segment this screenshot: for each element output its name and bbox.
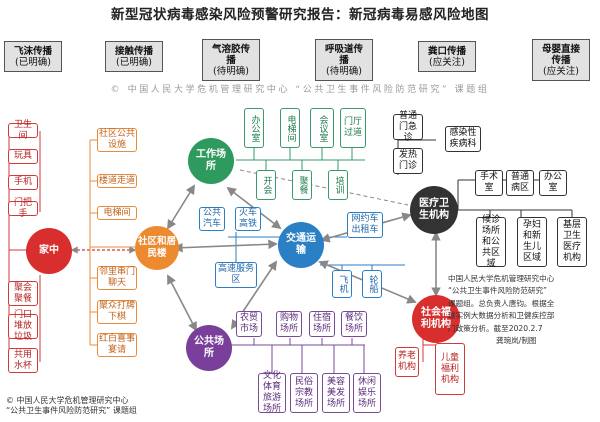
work-item: 开会: [256, 170, 276, 200]
credit-line: 球实例大数据分析和卫健疾控部: [448, 311, 555, 321]
community-item: 红白喜事宴请: [97, 333, 137, 357]
work-item: 门厅过道: [340, 108, 366, 148]
credit-note: 中国人民大学危机管理研究中心 “公共卫生事件风险防范研究” 课题组。总负责人唐钧…: [448, 273, 594, 347]
work-item: 办公室: [244, 108, 264, 148]
transmission-box-mother-infant: 母婴直接传播 (应关注): [532, 39, 590, 81]
transmission-name: 飞沫传播: [13, 45, 52, 57]
community-item: 社区公共设施: [97, 128, 137, 152]
medical-item: 候诊场所和公共区域: [476, 215, 506, 269]
transmission-name: 粪口传播: [427, 45, 466, 57]
public-item: 农贸市场: [236, 311, 262, 337]
community-item: 电梯间: [97, 206, 137, 220]
community-item: 邻里串门聊天: [97, 266, 137, 290]
public-item: 购物场所: [276, 311, 302, 337]
transmission-status: (应关注): [429, 56, 465, 68]
node-medical: 医疗卫生机构: [410, 186, 458, 234]
medical-item: 感染性疾病科: [445, 126, 481, 152]
credit-line: 龚琬岚/制图: [496, 336, 537, 346]
transmission-box-respiratory: 呼吸道传播 (待明确): [315, 39, 373, 81]
work-item: 聚餐: [292, 170, 312, 200]
node-home: 家中: [26, 228, 72, 274]
medical-item: 发热门诊: [393, 148, 423, 174]
watermark: © 中国人民大学危机管理研究中心 “公共卫生事件风险防范研究” 课题组: [110, 85, 490, 95]
home-item: 聚会聚餐: [8, 281, 38, 306]
transmission-name: 呼吸道传播: [324, 43, 363, 66]
medical-item: 普通门急诊: [393, 111, 423, 143]
work-item: 会议室: [310, 108, 334, 148]
transmission-status: (已明确): [116, 56, 152, 68]
medical-item: 普通病区: [506, 170, 534, 196]
transmission-status: (待明确): [326, 65, 362, 77]
public-item: 美容美发场所: [322, 373, 350, 413]
home-item: 门把手: [8, 198, 38, 219]
welfare-item: 养老机构: [395, 347, 419, 377]
work-item: 电梯间: [280, 108, 300, 148]
public-item: 餐饮场所: [341, 311, 367, 337]
page-title: 新型冠状病毒感染风险预警研究报告：新冠病毒易感风险地图: [111, 7, 489, 23]
node-work: 工作场所: [188, 138, 234, 184]
node-transport: 交通运输: [278, 222, 324, 268]
home-item: 玩具: [8, 149, 38, 164]
transport-item: 飞机: [332, 270, 352, 298]
home-item: 手机: [8, 175, 38, 190]
community-item: 聚众打牌下棋: [97, 300, 137, 324]
public-item: 文化体育旅游场所: [258, 371, 286, 414]
home-item: 共用水杯: [8, 348, 38, 373]
transport-item: 轮船: [362, 270, 382, 298]
work-item: 培训: [328, 170, 348, 200]
node-welfare: 社会福利机构: [412, 295, 460, 343]
node-community: 社区和居民楼: [135, 226, 179, 270]
footer-line: © 中国人民大学危机管理研究中心: [6, 396, 129, 405]
transmission-box-fecal-oral: 粪口传播 (应关注): [418, 41, 476, 72]
credit-line: 中国人民大学危机管理研究中心: [448, 274, 555, 283]
home-item: 卫生间: [8, 120, 38, 141]
transmission-box-aerosol: 气溶胶传播 (待明确): [202, 39, 260, 81]
medical-item: 手术室: [475, 170, 503, 196]
home-item: 门口堆放垃圾: [8, 310, 38, 342]
transmission-box-contact: 接触传播 (已明确): [105, 41, 163, 72]
transport-item: 网约车出租车: [347, 212, 383, 238]
transmission-status: (已明确): [15, 56, 51, 68]
transmission-name: 气溶胶传播: [211, 43, 250, 66]
welfare-item: 儿童福利机构: [435, 343, 465, 395]
transport-item: 高速服务区: [215, 262, 257, 288]
credit-line: 门政策分析。截至2020.2.7: [448, 323, 543, 333]
public-item: 民俗宗教场所: [290, 373, 318, 413]
transmission-box-droplet: 飞沫传播 (已明确): [4, 41, 62, 72]
credit-line: 课题组。总负责人唐钧。根据全: [448, 298, 555, 308]
transmission-status: (待明确): [213, 65, 249, 77]
transmission-status: (应关注): [543, 65, 579, 77]
public-item: 住宿场所: [309, 311, 335, 337]
node-public: 公共场所: [186, 325, 232, 371]
medical-item: 基层卫生医疗机构: [557, 217, 587, 267]
transmission-name: 母婴直接传播: [541, 43, 580, 66]
footer: © 中国人民大学危机管理研究中心 “公共卫生事件风险防范研究” 课题组: [6, 396, 137, 416]
footer-line: “公共卫生事件风险防范研究” 课题组: [6, 406, 137, 415]
community-item: 楼道走道: [97, 174, 137, 188]
transport-item: 公共汽车: [199, 207, 225, 231]
transmission-name: 接触传播: [114, 45, 153, 57]
public-item: 休闲娱乐场所: [353, 373, 381, 413]
transport-item: 火车高铁: [235, 207, 261, 231]
medical-item: 办公室: [539, 170, 567, 196]
medical-item: 孕妇和新生儿区域: [517, 217, 547, 267]
credit-line: “公共卫生事件风险防范研究”: [448, 286, 547, 296]
